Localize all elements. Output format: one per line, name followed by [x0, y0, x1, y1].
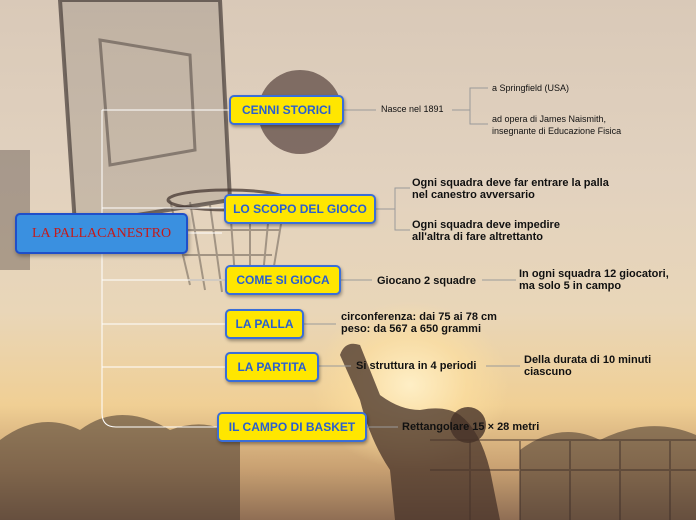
node-come-si-gioca[interactable]: COME SI GIOCA [225, 265, 341, 295]
text-line: all'altra di fare altrettanto [412, 231, 543, 243]
connectors [101, 109, 229, 428]
text-line: ma solo 5 in campo [519, 280, 622, 292]
trees-left [0, 415, 240, 520]
trees-right [520, 426, 696, 520]
text-line: ciascuno [524, 366, 572, 378]
node-scopo-del-gioco[interactable]: LO SCOPO DEL GIOCO [224, 194, 376, 224]
text-line: In ogni squadra 12 giocatori, [519, 268, 669, 280]
detail-connectors [304, 87, 520, 428]
node-la-palla[interactable]: LA PALLA [225, 309, 304, 339]
text-line: ad opera di James Naismith, [492, 114, 607, 124]
text-line: Ogni squadra deve far entrare la palla [412, 177, 609, 189]
node-la-partita[interactable]: LA PARTITA [225, 352, 319, 382]
player-silhouette [340, 343, 500, 520]
text-line: Ogni squadra deve impedire [412, 219, 560, 231]
text-line: circonferenza: dai 75 ai 78 cm [341, 311, 497, 323]
text-4-periodi: Si struttura in 4 periodi [356, 360, 477, 372]
text-rettangolare: Rettangolare 15 × 28 metri [402, 421, 540, 433]
text-line: a Springfield (USA) [492, 83, 570, 93]
text-line: Della durata di 10 minuti [524, 354, 652, 366]
text-giocano-2-squadre: Giocano 2 squadre [377, 275, 477, 287]
node-campo-di-basket[interactable]: IL CAMPO DI BASKET [217, 412, 367, 442]
backboard-square [98, 38, 197, 167]
text-line: peso: da 567 a 650 grammi [341, 323, 482, 335]
text-line: nel canestro avversario [412, 189, 535, 201]
root-node[interactable]: LA PALLACANESTRO [15, 213, 188, 254]
text-line: insegnante di Educazione Fisica [492, 126, 622, 136]
node-cenni-storici[interactable]: CENNI STORICI [229, 95, 344, 125]
text-nasce-nel-1891: Nasce nel 1891 [381, 104, 444, 114]
player-head [450, 407, 486, 443]
